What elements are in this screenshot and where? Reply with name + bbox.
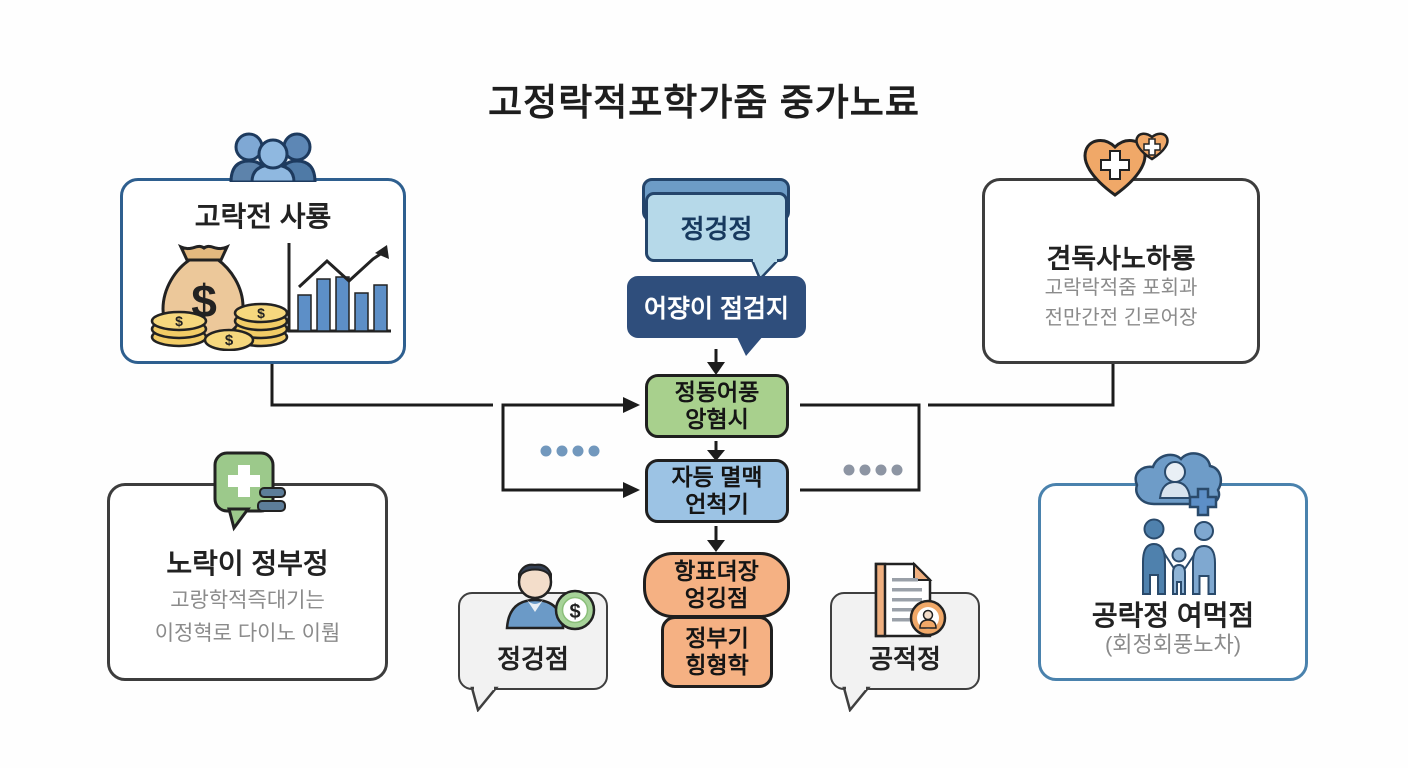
page-title: 고정락적포학가줌 중가노료 [488,82,920,123]
checkpoint-bubble-label: 어쟝이 점검지 [644,295,789,323]
flow-step-green-line1: 정동어풍 [674,379,760,405]
list-lines-icon [257,487,286,512]
info-box-support-desc1: 고랑학적즉대기는 [170,589,325,612]
arrowhead-down-3 [707,540,725,552]
connector-left-bracket [501,403,623,492]
info-box-health: 견독사노하룡 고락락적줌 포회과 전만간전 긴로어장 [982,132,1260,364]
checkpoint-bubble: 어쟝이 점검지 [627,276,806,338]
dollar-glyph: $ [175,313,183,329]
info-box-health-desc2: 전만간전 긴로어장 [1044,307,1198,329]
family-icon [1142,518,1216,595]
connector-right-bracket [800,403,921,492]
arrowhead-to-blue [623,482,640,498]
flow-step-orange-top-line1: 항표뎌장 [674,558,759,584]
money-bag-icon: $ $ $ $ [150,243,289,351]
bar-chart-icon [287,243,391,333]
dots-right [843,464,903,476]
document-seal-icon [874,561,947,638]
flow-step-orange-bottom-line2: 힝형학 [685,652,749,678]
heart-cross-icon [1083,132,1169,197]
checkpoint-bubble-tail [736,335,764,356]
info-box-health-title: 견독사노하룡 [1046,244,1196,274]
callout-consultant-tail [470,686,499,712]
info-box-health-desc1: 고락락적줌 포회과 [1044,277,1198,299]
info-box-support-desc2: 이정혁로 다이노 이뤔 [154,622,341,645]
person-coin-icon: $ [505,563,596,631]
info-box-support: 노락이 정부정 고랑학적즉대기는 이정혁로 다이노 이뤔 [107,451,388,681]
dollar-glyph: $ [569,601,580,623]
flow-step-green: 정동어풍 앙혐시 [645,374,789,438]
flow-step-orange-bottom-line1: 정부기 [685,625,749,651]
callout-consultant-label: 정겅점 [497,644,569,674]
flow-step-green-line2: 앙혐시 [685,406,749,432]
memo-bubble: 정겅정 [645,192,788,262]
flow-step-orange-top-line2: 엉깅점 [684,585,749,611]
info-box-support-title: 노락이 정부정 [166,548,329,579]
medical-chat-icon [213,451,286,532]
info-box-finance: 고락전 사룡 $ $ $ $ [120,132,406,364]
arrowhead-to-green [623,397,640,413]
arrowhead-down-1 [707,362,725,375]
flow-step-blue: 자등 멸맥 언척기 [645,459,789,523]
flow-step-orange-top: 항표뎌장 엉깅점 [643,552,790,618]
flow-step-orange-bottom: 정부기 힝형학 [661,616,773,688]
callout-certificate-label: 공적정 [869,644,941,674]
cloud-care-icon [1134,452,1222,517]
info-box-finance-title: 고락전 사룡 [194,201,332,232]
info-box-family-title: 공락정 여먹점 [1091,600,1255,631]
dollar-glyph: $ [257,305,265,321]
arrowhead-down-2 [707,450,725,461]
dollar-glyph: $ [225,332,234,349]
people-icon [229,132,317,182]
coins-icon [150,302,289,351]
info-box-family-desc1: (회정회풍노차) [1104,632,1242,657]
dots-left [540,445,600,457]
callout-certificate-tail [842,686,871,712]
connector-top-left [270,364,493,407]
memo-bubble-tail [750,259,781,281]
connector-top-right [928,364,1115,407]
info-box-family: 공락정 여먹점 (회정회풍노차) [1038,452,1308,681]
flow-step-blue-line1: 자등 멸맥 [671,464,763,490]
flow-step-blue-line2: 언척기 [685,491,749,517]
memo-bubble-label: 정겅정 [680,213,753,244]
